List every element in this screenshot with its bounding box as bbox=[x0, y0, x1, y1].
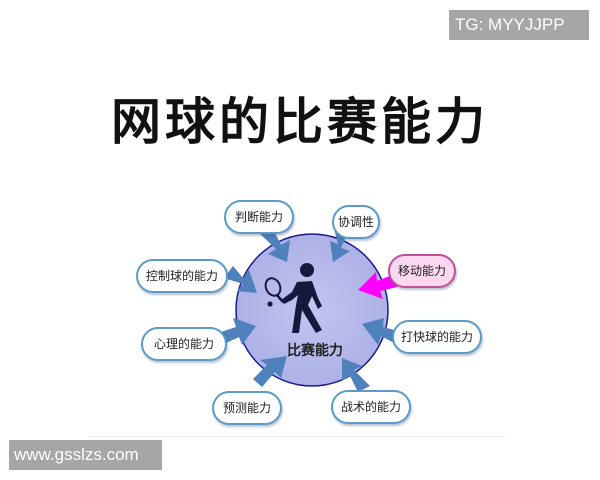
node-prediction: 预测能力 bbox=[212, 391, 282, 425]
center-circle bbox=[235, 233, 389, 387]
node-judgment: 判断能力 bbox=[224, 200, 294, 234]
arrows bbox=[218, 227, 402, 392]
arrow-ball-control bbox=[224, 266, 257, 293]
arrow-movement bbox=[358, 272, 397, 299]
node-label: 预测能力 bbox=[222, 401, 271, 415]
node-label: 判断能力 bbox=[234, 210, 283, 224]
node-label: 控制球的能力 bbox=[145, 269, 218, 283]
page-title: 网球的比赛能力 bbox=[111, 93, 489, 151]
arrow-prediction bbox=[253, 356, 287, 387]
watermark-bottom: www.gsslzs.com bbox=[9, 440, 162, 470]
node-fast-ball: 打快球的能力 bbox=[392, 320, 482, 354]
node-psychology: 心理的能力 bbox=[141, 327, 227, 361]
node-label: 移动能力 bbox=[397, 264, 446, 278]
node-movement: 移动能力 bbox=[388, 254, 456, 288]
node-label: 打快球的能力 bbox=[400, 330, 473, 344]
center-label: 比赛能力 bbox=[287, 343, 343, 359]
node-label: 战术的能力 bbox=[340, 400, 401, 414]
node-ball-control: 控制球的能力 bbox=[136, 259, 228, 293]
tennis-player-icon bbox=[264, 263, 322, 333]
arrow-judgment bbox=[258, 227, 290, 262]
arrow-psychology bbox=[218, 318, 256, 345]
divider bbox=[88, 436, 508, 437]
node-label: 心理的能力 bbox=[153, 337, 214, 351]
node-coordination: 协调性 bbox=[332, 205, 380, 239]
watermark-top: TG: MYYJJPP bbox=[449, 10, 589, 40]
arrow-tactics bbox=[342, 358, 370, 392]
node-label: 协调性 bbox=[337, 215, 374, 229]
node-tactics: 战术的能力 bbox=[331, 390, 411, 424]
